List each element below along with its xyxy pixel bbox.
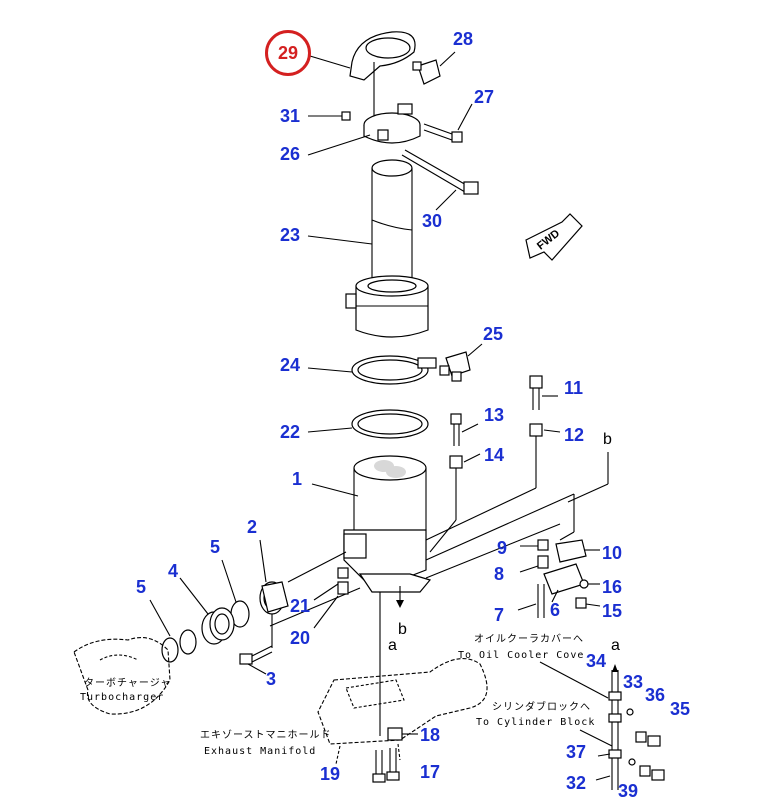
part-5-gasket-b [179,629,197,655]
callout-32[interactable]: 32 [566,773,587,793]
part-9-bushing [537,539,549,551]
exhaust-manifold-outline [317,658,488,765]
callout-15[interactable]: 15 [602,601,623,621]
ref-letter-b-upper: b [603,431,612,448]
ref-letter-a-right: a [611,637,620,654]
highlighted-callout-29[interactable]: 29 [265,30,311,76]
part-24-clamp-ring [351,355,437,385]
part-1-muffler [343,455,432,593]
part-25-bracket [439,351,471,382]
part-3-bolt [239,645,273,665]
callout-2[interactable]: 2 [247,517,258,537]
part-26-clamp [363,103,421,144]
callout-6[interactable]: 6 [550,600,561,620]
part-4-adapter [201,607,235,645]
callout-10[interactable]: 10 [602,543,623,563]
callout-25[interactable]: 25 [483,324,504,344]
callout-20[interactable]: 20 [290,628,311,648]
part-17-bolt [386,748,400,781]
callout-17[interactable]: 17 [420,762,441,782]
note-cylinder-block-jp: シリンダブロックへ [492,702,591,713]
callout-28[interactable]: 28 [453,29,474,49]
part-12-sleeve [529,423,543,437]
callout-16[interactable]: 16 [602,577,623,597]
callout-34[interactable]: 34 [586,651,607,671]
callout-9[interactable]: 9 [497,538,508,558]
callout-24[interactable]: 24 [280,355,301,375]
callout-27[interactable]: 27 [474,87,495,107]
callout-33[interactable]: 33 [623,672,644,692]
part-10-bracket [555,539,587,563]
note-cylinder-block-en: To Cylinder Block [476,717,596,728]
note-oil-cooler-jp: オイルクーラカバーへ [474,634,584,645]
callout-1[interactable]: 1 [292,469,303,489]
callout-12[interactable]: 12 [564,425,585,445]
callout-39[interactable]: 39 [618,781,639,801]
note-turbocharger-jp: ターボチャージャ [84,678,172,689]
fwd-arrow-symbol [525,213,583,261]
part-21-spacer [337,567,349,579]
part-13-bolt [450,413,462,446]
callout-30[interactable]: 30 [422,211,443,231]
note-manifold-jp: エキゾーストマニホールド [200,730,332,741]
callout-5-upper[interactable]: 5 [210,537,221,557]
ref-letter-a: a [388,637,397,654]
callout-31[interactable]: 31 [280,106,301,126]
callout-5-lower[interactable]: 5 [136,577,147,597]
note-manifold-en: Exhaust Manifold [204,746,317,757]
part-2-flange [259,581,289,615]
callout-7[interactable]: 7 [494,605,505,625]
callout-11[interactable]: 11 [564,378,584,398]
callout-8[interactable]: 8 [494,564,505,584]
note-turbocharger-en: Turbocharger [80,692,165,703]
part-16-washer [579,579,589,589]
oil-tube-assembly [608,670,665,790]
callout-35[interactable]: 35 [670,699,691,719]
callout-4[interactable]: 4 [168,561,179,581]
callout-13[interactable]: 13 [484,405,505,425]
callout-3[interactable]: 3 [266,669,277,689]
part-22-gasket [351,409,429,439]
callout-21[interactable]: 21 [290,596,311,616]
callout-14[interactable]: 14 [484,445,505,465]
part-15-nut [575,597,587,609]
note-oil-cooler-en: To Oil Cooler Cove [458,650,585,661]
callout-19[interactable]: 19 [320,764,341,784]
part-14-sleeve [449,455,463,469]
callout-22[interactable]: 22 [280,422,301,442]
callout-18[interactable]: 18 [420,725,441,745]
turbocharger-outline [73,637,171,715]
part-18-spacer [387,727,403,741]
callout-37[interactable]: 37 [566,742,587,762]
part-8-bushing [537,555,549,569]
part-30-bolt [401,149,479,195]
part-29-rain-cap [349,31,416,118]
part-11-bolt [529,375,543,410]
part-20-spacer [337,581,349,595]
callout-26[interactable]: 26 [280,144,301,164]
ref-letter-b-lower: b [398,621,407,638]
part-6-bracket [543,563,585,595]
part-19-bolt [372,750,386,783]
callout-23[interactable]: 23 [280,225,301,245]
part-23-exhaust-pipe [345,159,429,338]
part-7-stud [537,584,545,618]
callout-36[interactable]: 36 [645,685,666,705]
part-27-bolt [423,123,463,143]
part-28-plate [412,59,441,85]
